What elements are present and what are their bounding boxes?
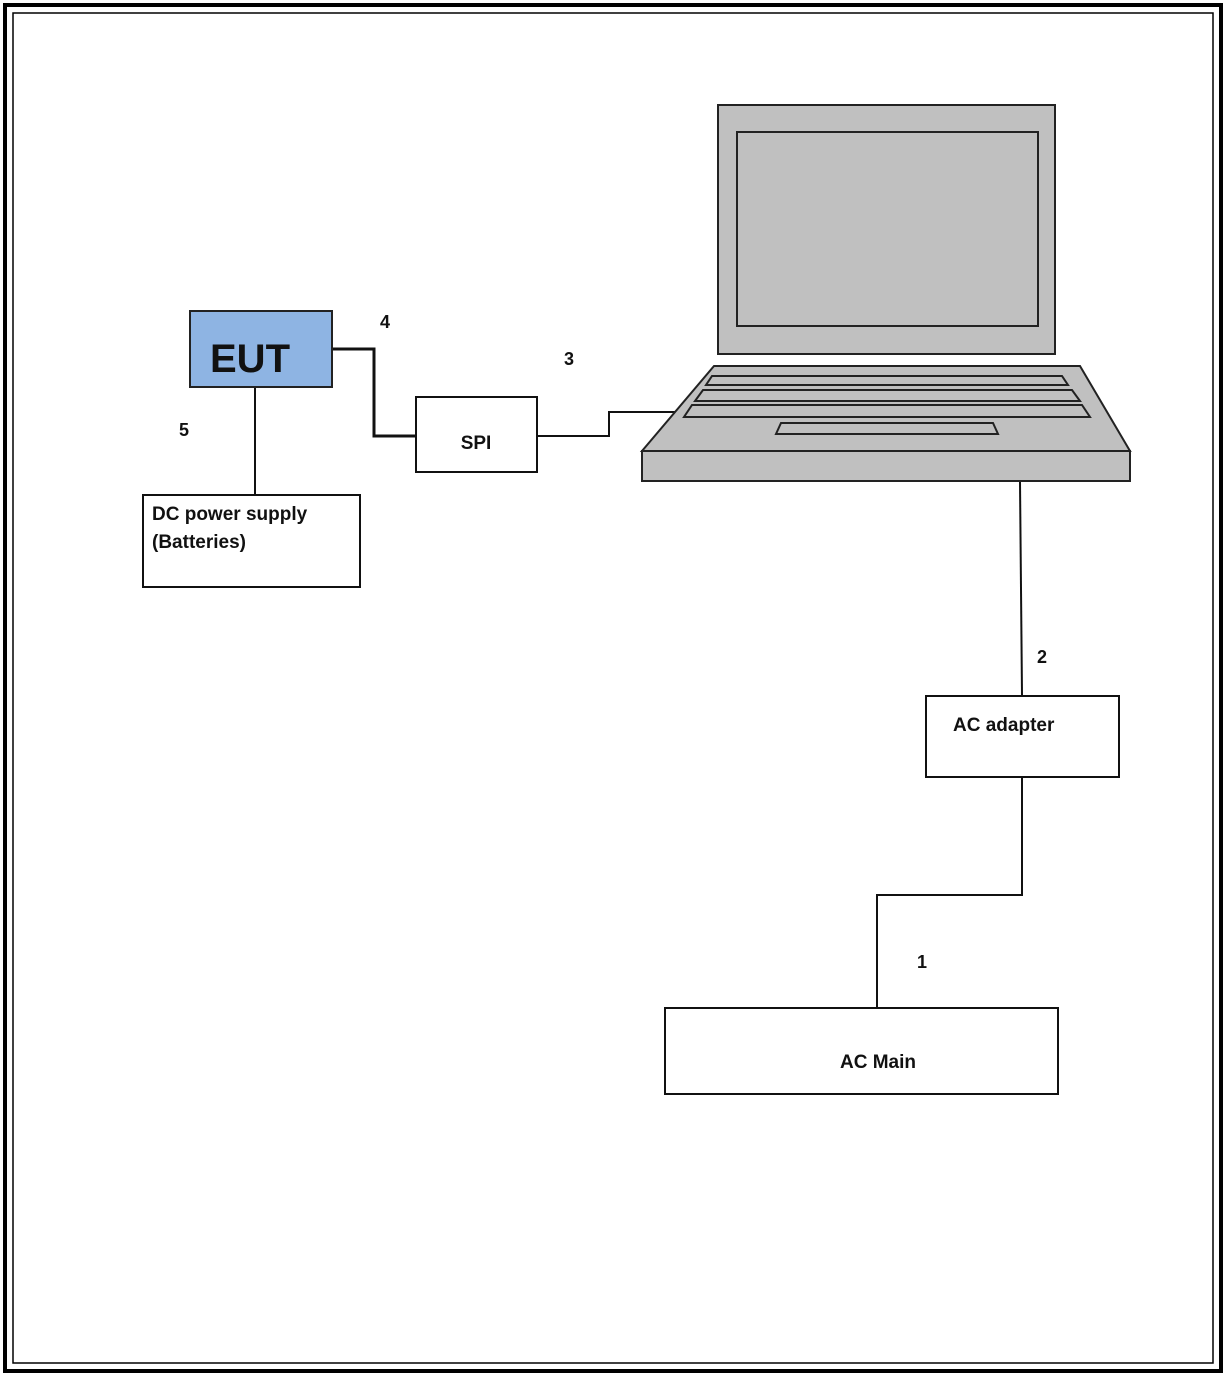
spi-box: SPI — [415, 396, 538, 473]
cable-1 — [876, 777, 1023, 1008]
eut-label: EUT — [210, 337, 290, 381]
cable-2 — [1019, 481, 1023, 696]
ac-adapter-label: AC adapter — [953, 715, 1055, 736]
laptop-screen-display — [736, 131, 1039, 327]
eut-box: EUT — [189, 310, 333, 388]
laptop-touchpad — [774, 422, 1000, 435]
cable-label-5: 5 — [179, 420, 189, 440]
cable-4 — [332, 347, 416, 438]
cable-label-4: 4 — [380, 312, 390, 332]
cable-label-1: 1 — [917, 952, 927, 972]
dc-power-rect — [142, 494, 361, 588]
dc-power-supply-box: DC power supply (Batteries) — [142, 494, 361, 588]
ac-main-box: AC Main — [664, 1007, 1059, 1095]
laptop-icon — [639, 104, 1132, 482]
cable-3 — [537, 411, 686, 437]
inner-frame — [12, 12, 1214, 1364]
ac-main-label: AC Main — [840, 1052, 916, 1073]
dc-power-label-line1: DC power supply — [152, 504, 308, 525]
laptop-key-row-3 — [682, 404, 1092, 418]
ac-main-rect — [664, 1007, 1059, 1095]
laptop-key-row-1 — [704, 375, 1070, 386]
ac-adapter-box: AC adapter — [925, 695, 1120, 778]
spi-rect — [415, 396, 538, 473]
cable-label-2: 2 — [1037, 647, 1047, 667]
cable-label-3: 3 — [564, 349, 574, 369]
ac-adapter-rect — [925, 695, 1120, 778]
laptop-base — [641, 450, 1131, 482]
eut-rect — [189, 310, 333, 388]
laptop-key-row-2 — [693, 389, 1082, 402]
dc-power-label-line2: (Batteries) — [152, 532, 246, 553]
spi-label: SPI — [461, 433, 492, 454]
outer-frame — [3, 3, 1223, 1373]
